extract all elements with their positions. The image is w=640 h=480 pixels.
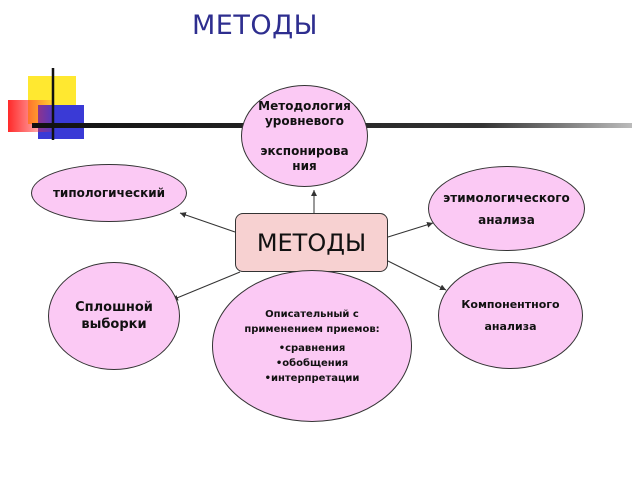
center-node: МЕТОДЫ <box>235 213 388 272</box>
arrow-to-bottom-left <box>171 271 241 301</box>
node-continuous-sampling: Сплошной выборки <box>48 262 180 370</box>
node-line: Методология <box>258 98 351 113</box>
node-line: анализа <box>478 212 535 227</box>
center-label: МЕТОДЫ <box>256 228 367 257</box>
node-line: анализа <box>484 319 537 333</box>
node-line: этимологического <box>443 190 570 205</box>
node-line: ния <box>292 158 317 173</box>
arrow-to-left <box>179 212 236 233</box>
arrow-to-bottom-right <box>387 260 447 291</box>
node-line: выборки <box>81 317 147 332</box>
node-line: Сплошной <box>75 300 153 315</box>
node-etymological-analysis: этимологического анализа <box>428 166 585 251</box>
bullet-item: •обобщения <box>275 357 349 369</box>
node-leveled-exposition-methodology: Методология уровневого экспонирова ния <box>241 85 368 187</box>
node-line: уровневого <box>264 113 345 128</box>
node-component-analysis: Компонентного анализа <box>438 262 583 369</box>
arrow-to-right <box>387 221 434 238</box>
node-label: типологический <box>52 186 166 200</box>
node-line: применением приемов: <box>244 323 380 335</box>
node-typological: типологический <box>31 164 187 222</box>
bullet-item: •сравнения <box>278 342 346 354</box>
node-descriptive-method: Описательный с применением приемов: •сра… <box>212 270 412 422</box>
bullet-item: •интерпретации <box>264 372 360 384</box>
slide-title: МЕТОДЫ <box>191 10 319 41</box>
node-line: Описательный с <box>265 308 359 320</box>
node-line: экспонирова <box>260 143 349 158</box>
node-line: Компонентного <box>461 297 560 311</box>
